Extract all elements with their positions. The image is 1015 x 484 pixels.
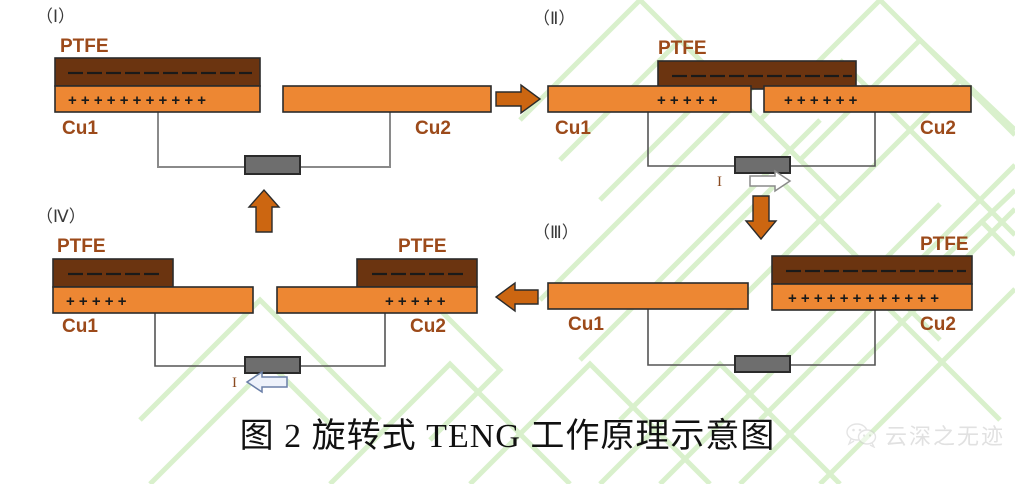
current-label: I bbox=[232, 375, 237, 391]
cu1-electrode: + + + + + bbox=[547, 85, 752, 113]
cu2-electrode: + + + + + bbox=[276, 286, 478, 314]
arrow-up-left bbox=[247, 188, 281, 233]
panel-1: （Ⅰ） bbox=[36, 7, 492, 175]
panel-2-label: （Ⅱ） bbox=[533, 9, 575, 28]
cu2-label: Cu2 bbox=[920, 314, 956, 335]
cu2-label: Cu2 bbox=[415, 118, 451, 139]
cu1-electrode: + + + + + bbox=[52, 286, 254, 314]
panel-3: （Ⅲ） Cu1 bbox=[533, 223, 973, 373]
arrow-right-top bbox=[495, 83, 542, 115]
cu2-electrode: + + + + + + bbox=[763, 85, 972, 113]
ptfe-label-left: PTFE bbox=[60, 36, 109, 57]
arrow-left-bottom bbox=[494, 281, 539, 313]
cu2-electrode bbox=[282, 85, 492, 113]
panel-1-label: （Ⅰ） bbox=[36, 7, 75, 26]
ptfe-label-right: PTFE bbox=[920, 234, 969, 255]
current-arrow-left bbox=[245, 370, 288, 394]
cu1-label: Cu1 bbox=[62, 118, 98, 139]
cu1-electrode bbox=[547, 282, 749, 310]
cu1-label: Cu1 bbox=[568, 314, 604, 335]
cu1-label: Cu1 bbox=[555, 118, 591, 139]
ptfe-layer-right bbox=[356, 258, 478, 288]
positive-charges-cu1: + + + + + bbox=[66, 293, 127, 310]
positive-charges-cu2: + + + + + bbox=[385, 293, 446, 310]
resistor bbox=[244, 356, 301, 374]
resistor bbox=[734, 355, 791, 373]
panel-4-label: （Ⅳ） bbox=[36, 207, 86, 226]
cu2-label: Cu2 bbox=[410, 316, 446, 337]
ptfe-layer-left bbox=[52, 258, 174, 288]
positive-charges-cu1: + + + + + + + + + + + bbox=[68, 92, 206, 109]
wechat-watermark-text: 云深之无迹 bbox=[884, 424, 1005, 449]
cu1-label: Cu1 bbox=[62, 316, 98, 337]
ptfe-layer-left bbox=[54, 57, 261, 87]
arrow-down-right bbox=[744, 195, 778, 241]
panel-3-label: （Ⅲ） bbox=[533, 223, 579, 242]
ptfe-layer-right bbox=[771, 255, 973, 285]
cu1-electrode: + + + + + + + + + + + bbox=[54, 85, 261, 113]
cu2-electrode: + + + + + + + + + + + + bbox=[771, 283, 973, 311]
resistor bbox=[244, 155, 301, 175]
resistor bbox=[734, 156, 791, 174]
current-label: I bbox=[717, 174, 722, 190]
circuit-wire bbox=[157, 110, 391, 168]
ptfe-label-center: PTFE bbox=[658, 38, 707, 59]
ptfe-layer-center bbox=[657, 60, 857, 90]
positive-charges-cu2: + + + + + + bbox=[784, 92, 858, 109]
wechat-watermark: 云深之无迹 bbox=[845, 419, 1005, 451]
panel-2: （Ⅱ） I bbox=[533, 9, 972, 193]
positive-charges-cu1: + + + + + bbox=[657, 92, 718, 109]
positive-charges-cu2: + + + + + + + + + + + + bbox=[788, 290, 939, 307]
ptfe-label-right: PTFE bbox=[398, 236, 447, 257]
panel-4: （Ⅳ） I bbox=[36, 207, 478, 394]
cu2-label: Cu2 bbox=[920, 118, 956, 139]
ptfe-label-left: PTFE bbox=[57, 236, 106, 257]
wechat-icon bbox=[846, 423, 877, 448]
